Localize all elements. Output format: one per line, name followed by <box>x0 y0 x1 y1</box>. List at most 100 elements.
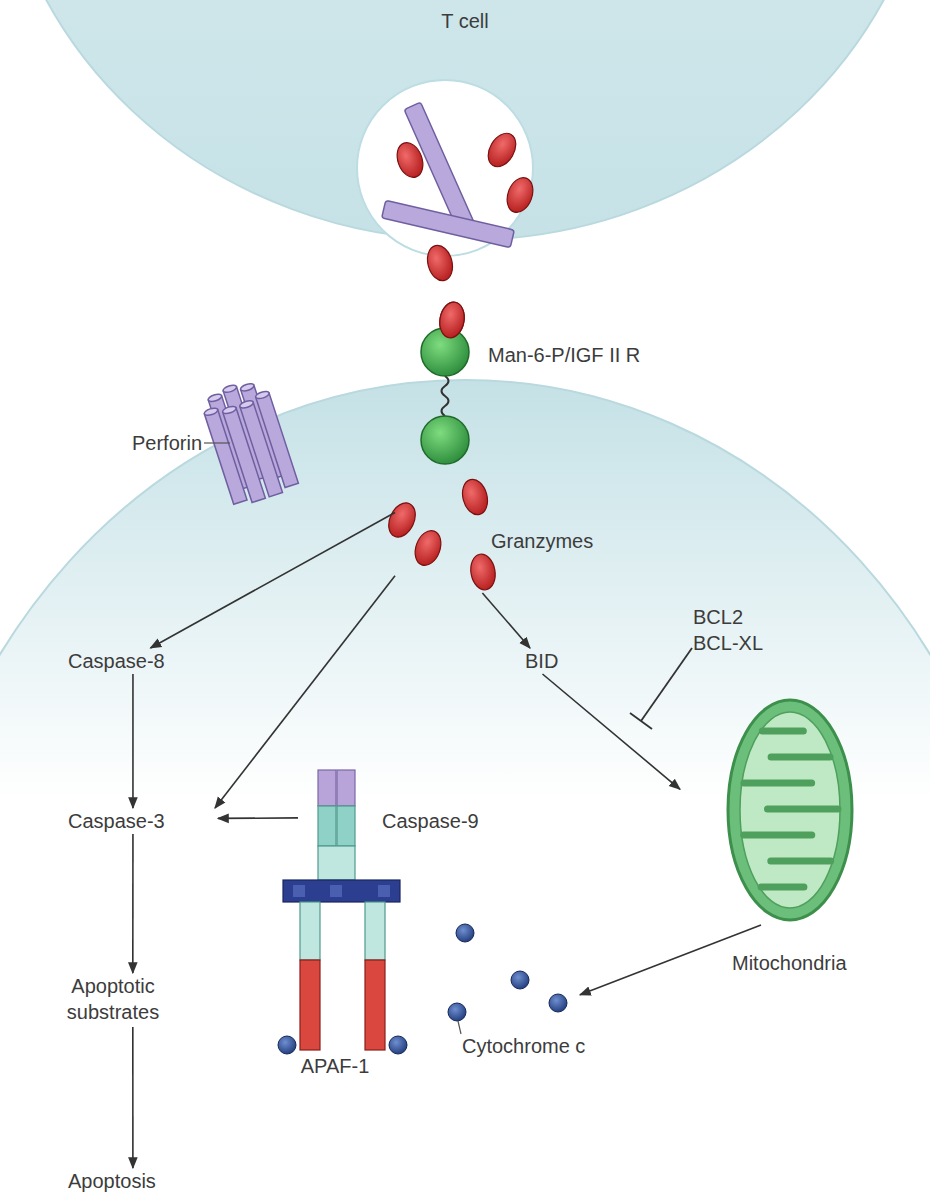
granzyme <box>411 527 446 569</box>
cytochrome-c <box>448 1003 466 1021</box>
apoptosome <box>365 902 385 960</box>
granzyme <box>459 477 491 518</box>
mitochondrion: Mitochondria <box>680 695 860 925</box>
molecule-name: Cytochrome c <box>462 1033 585 1059</box>
granzyme <box>468 552 498 592</box>
granzyme <box>393 139 428 181</box>
perforin-pore <box>203 407 218 417</box>
apoptosome <box>378 885 390 897</box>
arrow-connector <box>215 576 395 808</box>
inhibition-line <box>630 648 692 729</box>
target-cell <box>0 380 930 1200</box>
crista <box>744 780 812 787</box>
apoptosome <box>300 902 320 960</box>
cytochrome-c <box>549 994 567 1012</box>
apoptosome <box>293 885 305 897</box>
arrow-connector <box>151 513 396 649</box>
perforin-label: Perforin <box>112 430 202 456</box>
step-name: Apoptotic substrates <box>58 973 168 1025</box>
pathway-step: Apoptosis <box>68 1168 178 1194</box>
arrow-connector <box>132 1027 134 1168</box>
leader-line <box>458 1021 461 1034</box>
receptor <box>442 376 449 416</box>
target-cell <box>0 380 930 1200</box>
mitochondrion-matrix <box>740 712 840 908</box>
cytochrome-c <box>389 1036 407 1054</box>
granzyme <box>424 243 456 284</box>
granule-vesicle <box>357 80 533 256</box>
granule-vesicle <box>357 80 533 256</box>
perforin-pore <box>240 382 255 392</box>
organelle-name: Mitochondria <box>732 950 847 976</box>
inhibition-line <box>630 713 652 729</box>
perforin-rod <box>382 200 515 247</box>
molecule-name: Caspase-3 <box>68 808 218 834</box>
arrow-connector <box>543 674 681 789</box>
cell-label: T cell <box>400 8 530 36</box>
apoptosome <box>365 960 385 1050</box>
apoptosome <box>337 770 355 806</box>
arrow-connector <box>482 593 530 648</box>
molecule-name: Caspase-9 <box>382 808 479 834</box>
molecule-name: Perforin <box>112 430 202 456</box>
inhibitor-label: BCL2BCL-XL <box>693 604 783 656</box>
receptor <box>421 300 469 464</box>
molecule-name: Caspase-8 <box>68 648 218 674</box>
cytochrome-c <box>456 924 474 942</box>
apaf-label: APAF-1 <box>290 1053 380 1079</box>
apoptosome <box>318 770 336 806</box>
receptor-name: Man-6-P/IGF II R <box>488 342 708 368</box>
cytochrome-group: Cytochrome c <box>440 918 580 1063</box>
apoptosome <box>337 806 355 846</box>
apoptosome <box>318 846 355 880</box>
perforin-pore <box>222 405 237 415</box>
leader-line <box>204 442 230 443</box>
step-name: Apoptosis <box>68 1168 178 1194</box>
pathway-step: Apoptotic substrates <box>58 973 168 1027</box>
molecule-name: BID <box>525 648 575 674</box>
cytochrome-c <box>278 924 567 1054</box>
cytochrome-c <box>511 971 529 989</box>
perforin-pore <box>222 384 237 394</box>
arrow-connector <box>132 674 134 808</box>
molecule-name: APAF-1 <box>290 1053 380 1079</box>
apoptosome <box>318 806 336 846</box>
apoptosome <box>283 880 400 902</box>
perforin-pore <box>255 390 270 400</box>
receptor-label: Man-6-P/IGF II R <box>488 342 708 368</box>
crista <box>768 806 838 813</box>
granzyme <box>503 174 538 216</box>
perforin-rod <box>382 102 515 247</box>
molecule-name: BCL-XL <box>693 630 783 656</box>
perforin-pore <box>256 393 299 488</box>
inhibition-line <box>641 648 692 721</box>
receptor <box>437 300 467 340</box>
apoptosome <box>300 960 320 1050</box>
pathway-step: Caspase-3 <box>68 808 218 834</box>
pathway-step: Caspase-8 <box>68 648 218 674</box>
perforin-pore <box>198 375 299 508</box>
crista <box>771 754 830 761</box>
granzyme-cluster: Granzymes <box>395 478 625 593</box>
molecule-name: BCL2 <box>693 604 783 630</box>
perforin-pore <box>207 393 222 403</box>
receptor <box>421 416 469 464</box>
molecule-name: Granzymes <box>491 528 593 554</box>
granzyme <box>384 499 421 542</box>
crista <box>762 728 803 735</box>
cytochrome-c <box>278 1036 296 1054</box>
crista <box>771 858 831 865</box>
pathway-step: BID <box>525 648 575 674</box>
mitochondrion-membrane <box>728 700 852 920</box>
perforin-pore <box>239 399 254 409</box>
apoptosome <box>330 885 342 897</box>
cell-name: T cell <box>400 8 530 34</box>
granzyme <box>483 128 522 171</box>
crista <box>761 884 804 891</box>
crista <box>744 832 812 839</box>
arrow-connector <box>218 817 298 819</box>
mitochondrion-shape <box>680 695 860 925</box>
arrow-connector <box>132 834 134 973</box>
leader-line <box>204 443 461 1034</box>
